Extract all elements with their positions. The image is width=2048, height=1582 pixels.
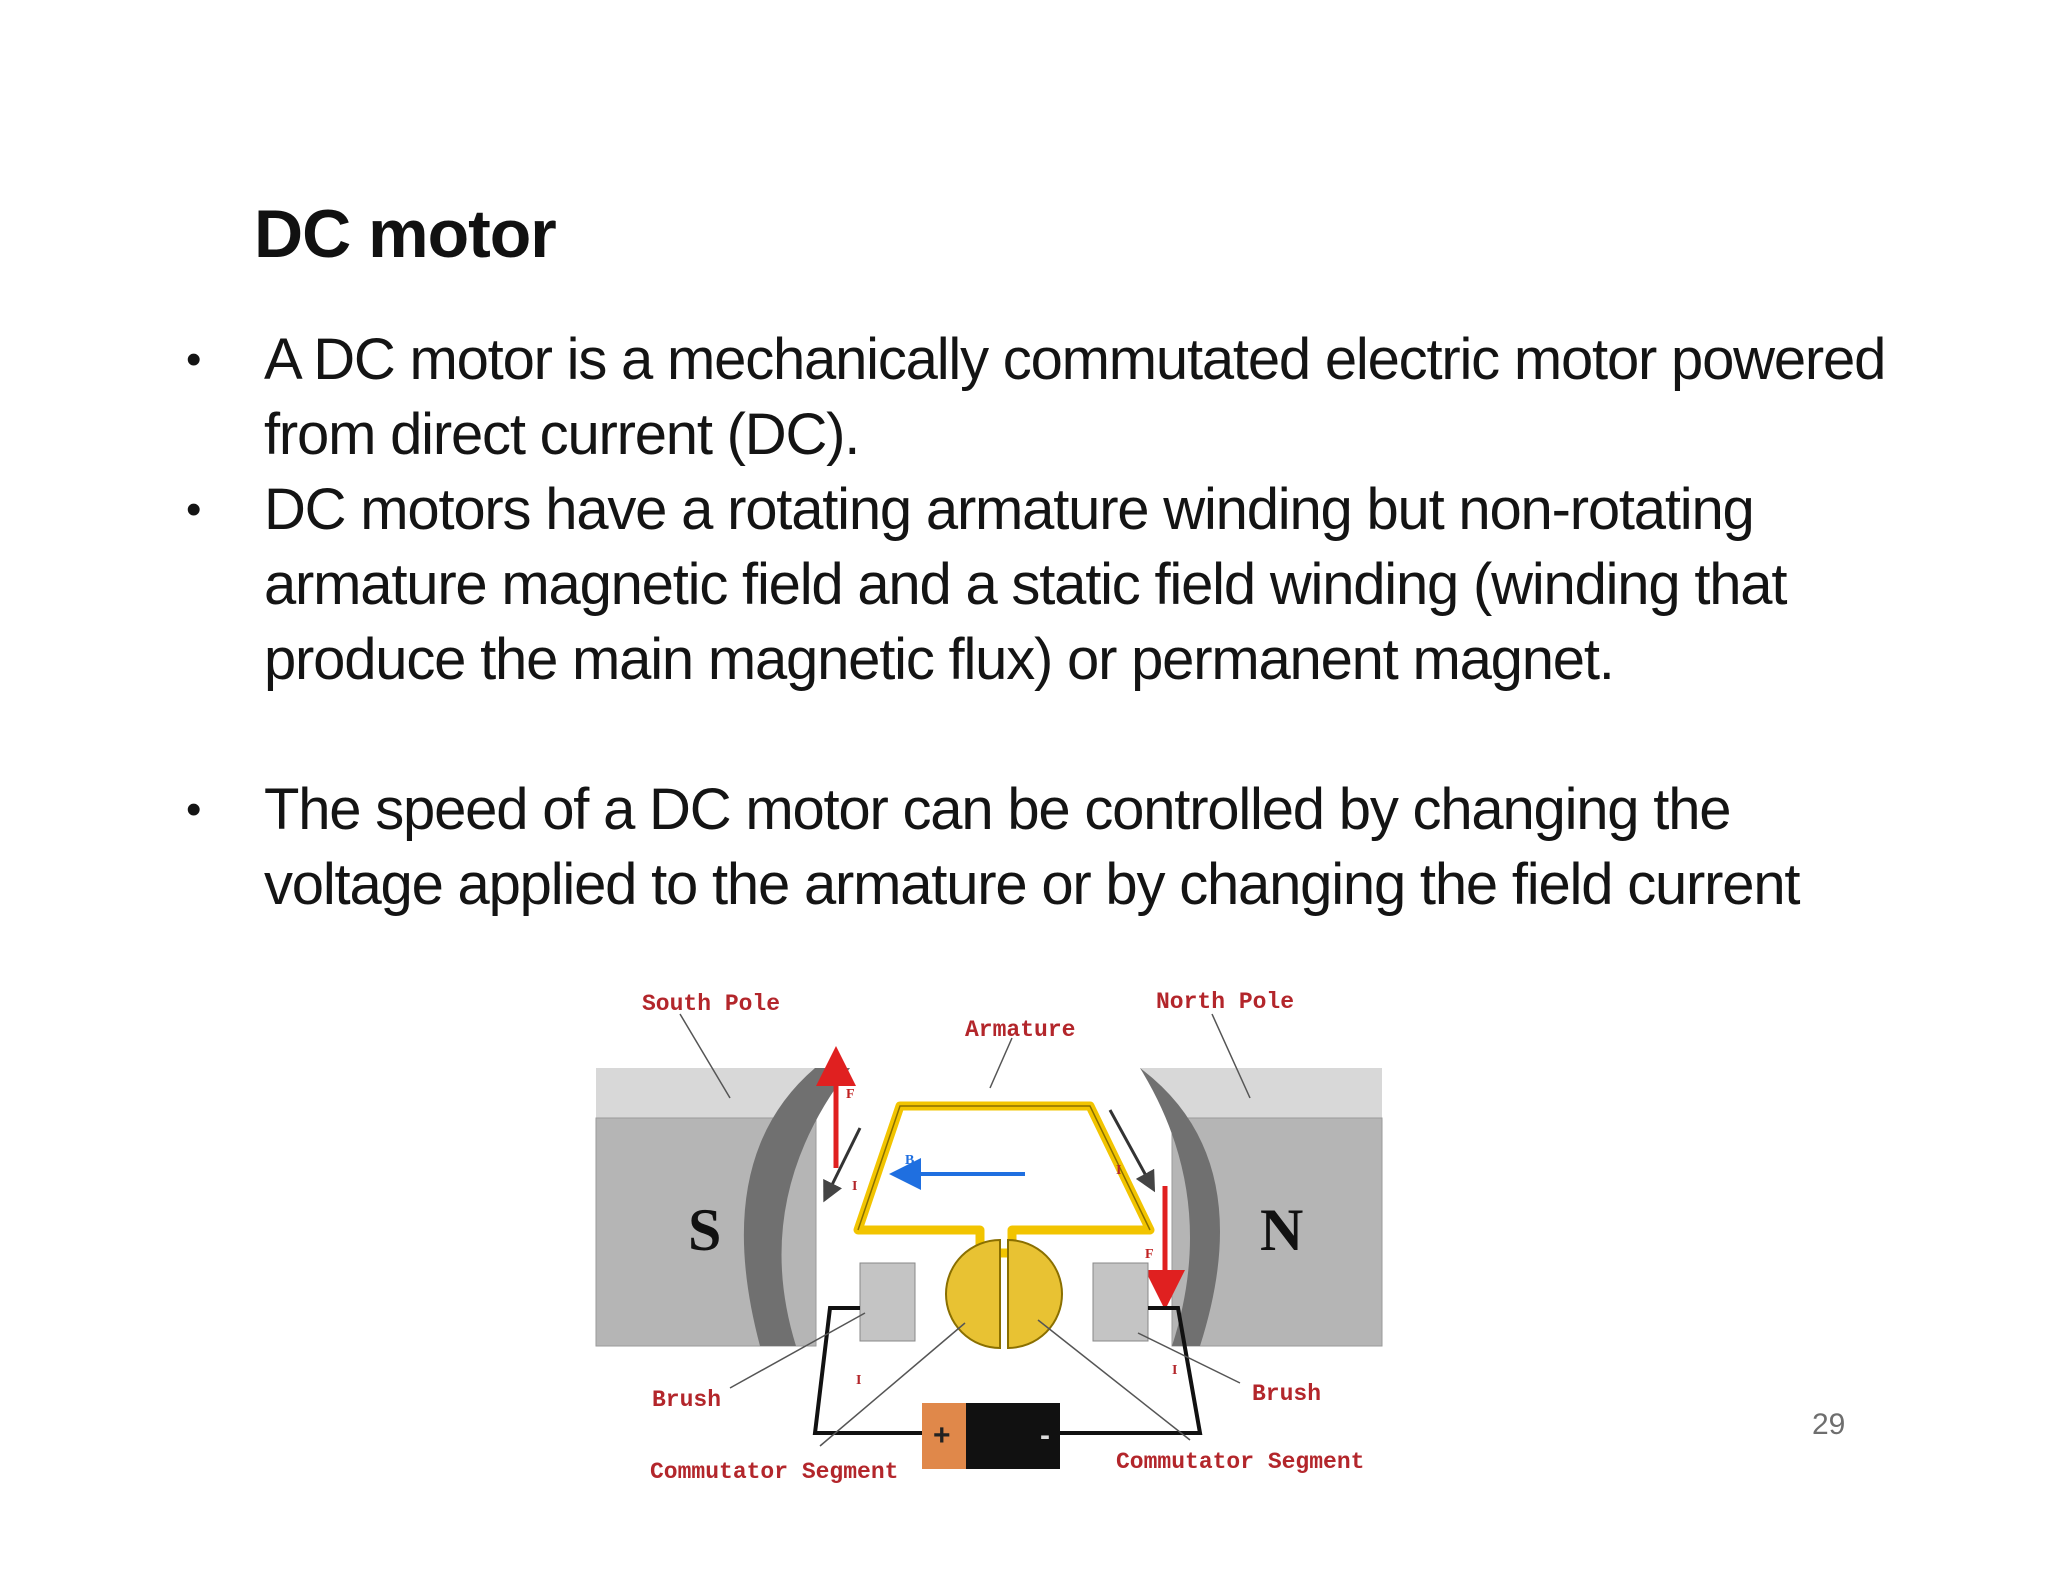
brush-right-label: Brush — [1252, 1381, 1321, 1407]
field-letter: B — [905, 1153, 914, 1168]
south-magnet: S — [595, 1068, 850, 1347]
circuit-wires — [812, 1306, 1203, 1435]
armature-loop — [853, 1101, 1155, 1258]
dc-motor-diagram: S N B F F I I — [560, 978, 1400, 1518]
brush-right — [1092, 1262, 1149, 1342]
bullet-item: • A DC motor is a mechanically commutate… — [186, 322, 1906, 472]
bullet-text: DC motors have a rotating armature windi… — [264, 477, 1787, 692]
page-number: 29 — [1812, 1408, 1846, 1441]
bullet-marker: • — [186, 485, 201, 534]
force-letter-right: F — [1145, 1247, 1154, 1262]
battery-minus: - — [1040, 1419, 1050, 1452]
bullet-text: The speed of a DC motor can be controlle… — [264, 777, 1801, 917]
armature-label: Armature — [965, 1017, 1075, 1043]
current-letter-left: I — [852, 1179, 857, 1194]
north-magnet: N — [1140, 1068, 1383, 1347]
slide-title: DC motor — [254, 196, 557, 272]
current-letter-right: I — [1116, 1163, 1121, 1178]
label-pointers — [679, 1013, 1251, 1447]
battery: + - — [922, 1403, 1060, 1469]
commutator-left-label: Commutator Segment — [650, 1459, 898, 1485]
bullet-marker: • — [186, 785, 201, 834]
bullet-item: • The speed of a DC motor can be control… — [186, 772, 1906, 922]
current-letter-bottom-right: I — [1172, 1363, 1177, 1378]
north-letter: N — [1260, 1197, 1303, 1263]
battery-plus: + — [933, 1419, 951, 1452]
brush-left — [859, 1262, 916, 1342]
bullet-item: • DC motors have a rotating armature win… — [186, 472, 1906, 697]
south-letter: S — [688, 1197, 721, 1263]
bullet-text: A DC motor is a mechanically commutated … — [264, 327, 1886, 467]
current-arrow-right — [1108, 1109, 1156, 1193]
commutator-right-label: Commutator Segment — [1116, 1449, 1364, 1475]
south-pole-label: South Pole — [642, 991, 780, 1017]
brush-left-label: Brush — [652, 1387, 721, 1413]
current-arrow-left — [823, 1127, 862, 1203]
commutator — [945, 1238, 1063, 1350]
north-pole-label: North Pole — [1156, 989, 1294, 1015]
bullet-list: • A DC motor is a mechanically commutate… — [186, 322, 1906, 922]
bullet-marker: • — [186, 335, 201, 384]
current-letter-bottom-left: I — [856, 1373, 861, 1388]
force-letter-left: F — [846, 1087, 855, 1102]
